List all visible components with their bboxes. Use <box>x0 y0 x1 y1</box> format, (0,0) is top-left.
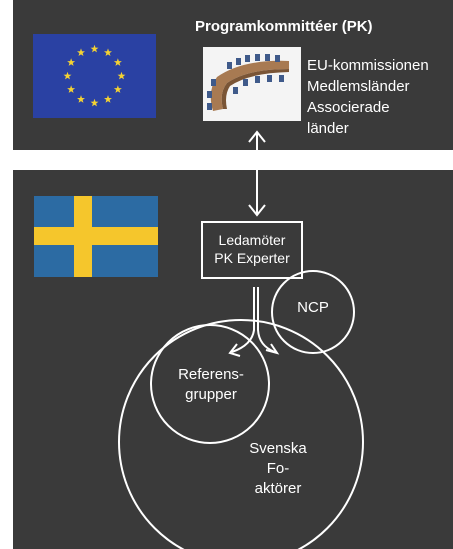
svenska-fo-aktorer-label: Svenska Fo- aktörer <box>232 439 324 499</box>
svenska-line: Svenska <box>249 440 307 457</box>
eu-star <box>117 71 126 80</box>
arrow-head-referens <box>228 343 241 357</box>
eu-star <box>104 95 112 103</box>
referens-line: grupper <box>185 386 237 403</box>
member-line: EU-kommissionen <box>307 57 429 74</box>
arrow-to-referens <box>231 287 255 353</box>
committee-table-image <box>203 47 301 121</box>
eu-star <box>113 58 122 66</box>
eu-star <box>90 44 99 53</box>
eu-star <box>63 71 72 80</box>
eu-star <box>90 98 99 107</box>
committee-member-list: EU-kommissionen Medlemsländer Associerad… <box>307 55 429 139</box>
flag-cross-horizontal <box>34 227 158 245</box>
eu-star <box>77 95 85 103</box>
arrow-head-up <box>248 130 266 143</box>
members-experts-box: Ledamöter PK Experter <box>201 221 303 279</box>
eu-flag <box>33 34 156 118</box>
ncp-circle <box>271 270 355 354</box>
referens-grupper-circle <box>150 324 270 444</box>
svenska-fo-aktorer-circle <box>118 319 364 549</box>
eu-star <box>113 85 122 93</box>
eu-star <box>77 48 85 57</box>
arrow-head-svenska <box>265 343 280 355</box>
arrow-head-down <box>248 204 266 217</box>
box-line: PK Experter <box>214 250 290 266</box>
member-line: Medlemsländer <box>307 78 410 95</box>
eu-star <box>104 48 112 57</box>
eu-stars <box>63 44 126 107</box>
separator-line <box>0 150 453 153</box>
ncp-label: NCP <box>288 298 338 318</box>
ncp-text: NCP <box>297 299 329 316</box>
swedish-flag <box>34 196 158 277</box>
separator-line <box>0 165 453 168</box>
eu-star <box>67 85 76 93</box>
box-line: Ledamöter <box>218 232 286 248</box>
program-committee-title: Programkommittéer (PK) <box>195 18 373 35</box>
member-line: Associerade <box>307 99 390 116</box>
member-line: länder <box>307 120 349 137</box>
eu-star <box>67 58 76 66</box>
referens-grupper-label: Referens- grupper <box>163 365 259 405</box>
svenska-line: aktörer <box>254 480 302 497</box>
svenska-line: Fo- <box>266 460 290 477</box>
referens-line: Referens- <box>178 366 244 383</box>
